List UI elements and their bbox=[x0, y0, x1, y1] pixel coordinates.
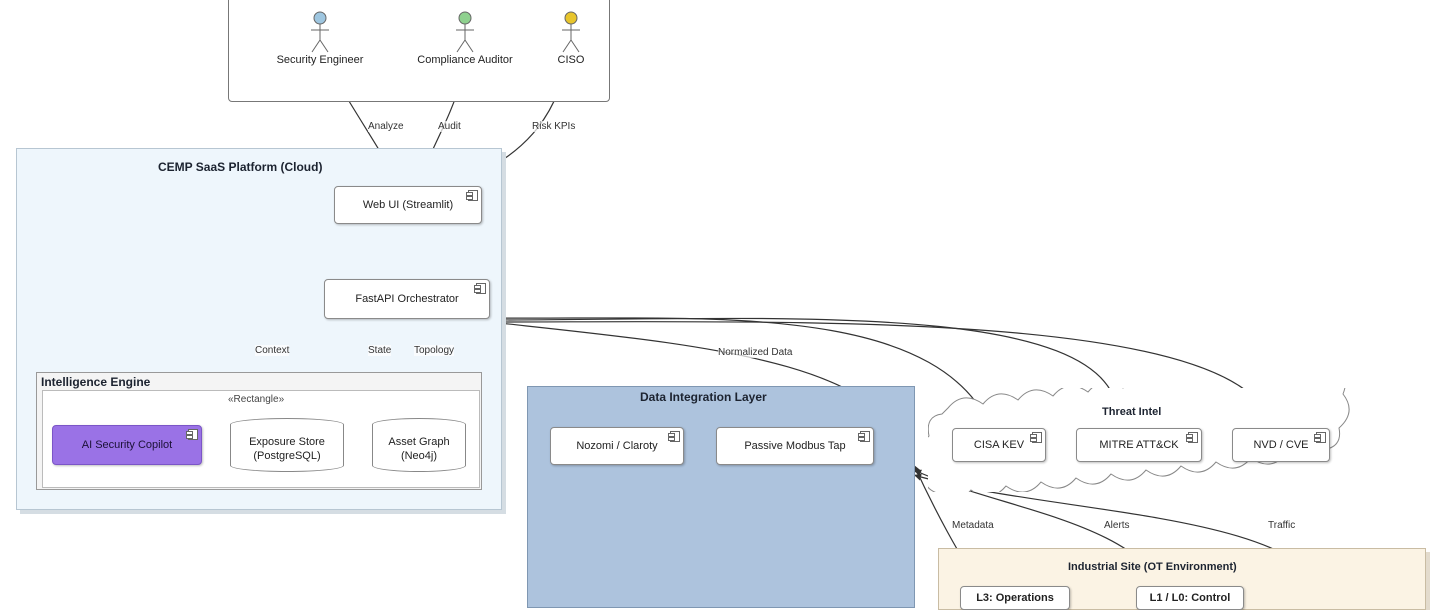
l1-label: L1 / L0: Control bbox=[1149, 592, 1231, 604]
web-ui-label: Web UI (Streamlit) bbox=[362, 199, 454, 211]
nozomi-label: Nozomi / Claroty bbox=[576, 440, 658, 452]
person-icon bbox=[311, 11, 329, 53]
threat-intel-title: Threat Intel bbox=[1102, 406, 1162, 418]
component-icon bbox=[1314, 432, 1326, 443]
cisa-label: CISA KEV bbox=[973, 439, 1025, 451]
component-icon bbox=[668, 431, 680, 442]
actor-compliance-auditor[interactable]: Compliance Auditor bbox=[400, 10, 530, 66]
edge-label-risk-kpis: Risk KPIs bbox=[532, 121, 576, 132]
edge-label-state: State bbox=[368, 345, 392, 356]
component-icon bbox=[474, 283, 486, 294]
actor-label: Compliance Auditor bbox=[417, 54, 513, 66]
l1-control-component[interactable]: L1 / L0: Control bbox=[1136, 586, 1244, 610]
person-icon bbox=[456, 11, 474, 53]
edge-label-metadata: Metadata bbox=[952, 520, 994, 531]
component-icon bbox=[858, 431, 870, 442]
intelligence-stereotype: «Rectangle» bbox=[228, 394, 285, 405]
edge-cisa bbox=[489, 317, 991, 426]
actors-box bbox=[228, 0, 610, 102]
saas-platform-title: CEMP SaaS Platform (Cloud) bbox=[158, 160, 323, 174]
edge-label-context: Context bbox=[255, 345, 290, 356]
person-icon bbox=[562, 11, 580, 53]
component-icon bbox=[466, 190, 478, 201]
actor-label: Security Engineer bbox=[276, 54, 364, 66]
actor-label: CISO bbox=[557, 54, 585, 66]
data-integration-container bbox=[527, 386, 915, 608]
edge-mitre bbox=[489, 317, 1116, 401]
copilot-label: AI Security Copilot bbox=[81, 439, 173, 451]
modbus-tap-component[interactable]: Passive Modbus Tap bbox=[716, 427, 874, 465]
data-integration-title: Data Integration Layer bbox=[640, 390, 767, 404]
ai-copilot-component[interactable]: AI Security Copilot bbox=[52, 425, 202, 465]
mitre-label: MITRE ATT&CK bbox=[1099, 439, 1179, 451]
edge-label-analyze: Analyze bbox=[368, 121, 404, 132]
actor-security-engineer[interactable]: Security Engineer bbox=[262, 10, 378, 66]
web-ui-component[interactable]: Web UI (Streamlit) bbox=[334, 186, 482, 224]
component-icon bbox=[186, 429, 198, 440]
edge-label-audit: Audit bbox=[438, 121, 461, 132]
edge-label-alerts: Alerts bbox=[1104, 520, 1130, 531]
cisa-kev-component[interactable]: CISA KEV bbox=[952, 428, 1046, 462]
orchestrator-label: FastAPI Orchestrator bbox=[355, 293, 459, 305]
exposure-store-database[interactable]: Exposure Store (PostgreSQL) bbox=[230, 418, 344, 472]
nozomi-component[interactable]: Nozomi / Claroty bbox=[550, 427, 684, 465]
modbus-label: Passive Modbus Tap bbox=[744, 440, 846, 452]
orchestrator-component[interactable]: FastAPI Orchestrator bbox=[324, 279, 490, 319]
edge-label-topology: Topology bbox=[414, 345, 455, 356]
industrial-site-title: Industrial Site (OT Environment) bbox=[1068, 561, 1237, 573]
nvd-cve-component[interactable]: NVD / CVE bbox=[1232, 428, 1330, 462]
asset-graph-label: Asset Graph (Neo4j) bbox=[388, 436, 450, 462]
edge-label-normalized: Normalized Data bbox=[718, 347, 793, 358]
edge-nvd bbox=[489, 321, 1274, 426]
actor-ciso[interactable]: CISO bbox=[545, 10, 597, 66]
l3-operations-component[interactable]: L3: Operations bbox=[960, 586, 1070, 610]
edge-label-traffic: Traffic bbox=[1268, 520, 1296, 531]
mitre-attack-component[interactable]: MITRE ATT&CK bbox=[1076, 428, 1202, 462]
l3-label: L3: Operations bbox=[976, 592, 1054, 604]
intelligence-engine-title: Intelligence Engine bbox=[41, 375, 151, 389]
exposure-store-label: Exposure Store (PostgreSQL) bbox=[249, 436, 325, 462]
component-icon bbox=[1030, 432, 1042, 443]
nvd-label: NVD / CVE bbox=[1253, 439, 1309, 451]
component-icon bbox=[1186, 432, 1198, 443]
asset-graph-database[interactable]: Asset Graph (Neo4j) bbox=[372, 418, 466, 472]
